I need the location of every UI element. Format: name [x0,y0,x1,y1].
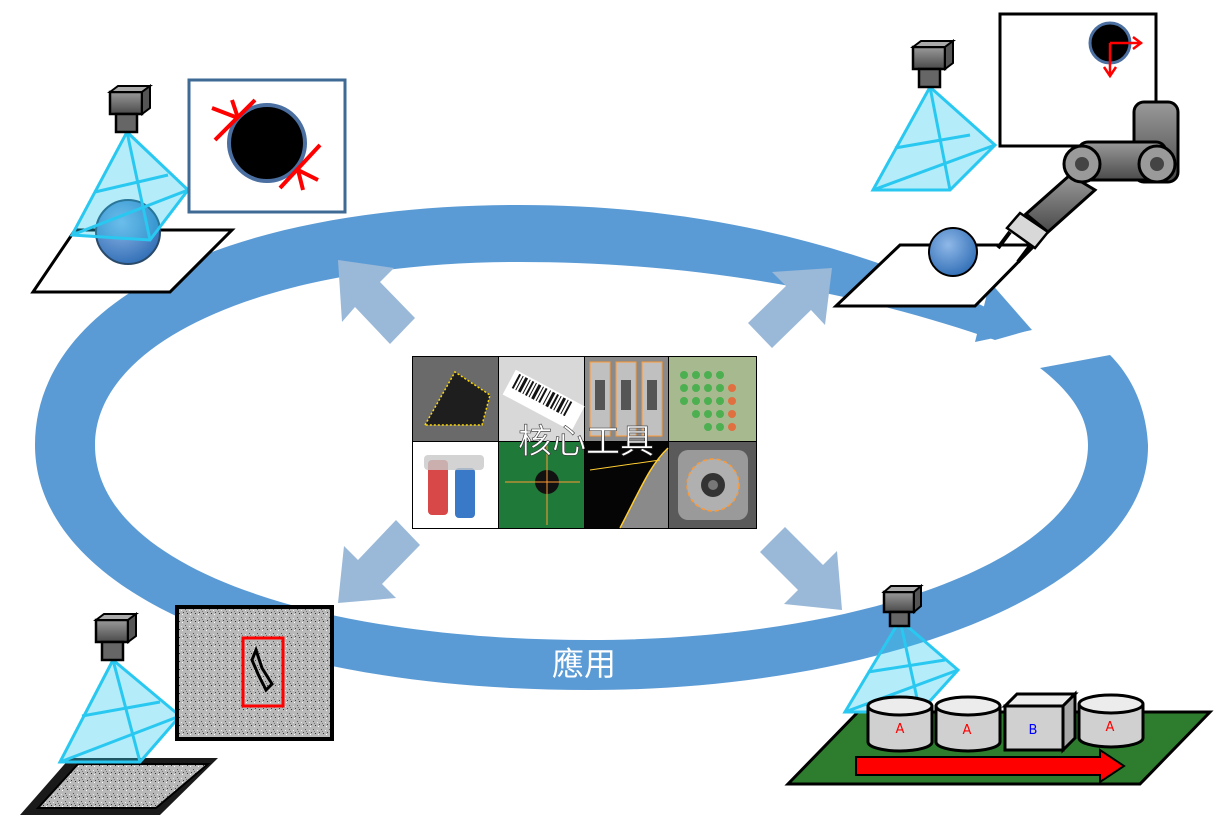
camera-icon [910,39,956,89]
work-plate [832,243,1039,308]
defect-view-frame [175,605,334,741]
defect-highlight-box [241,636,285,708]
spoke-arrow-top-left [338,260,415,344]
sorting-station: A A B A [784,583,1214,786]
cycle-arrow [35,205,1149,690]
connector-inspection-thumbnail [585,357,668,441]
sorted-item-4: A [1077,693,1145,749]
light-cone-icon [57,657,183,764]
defect-inspection-station [20,605,334,815]
item-label: A [1106,720,1115,735]
caliper-arrow-icon [211,98,322,191]
spoke-arrow-bottom-left [338,520,420,603]
item-label: A [896,722,905,737]
sorted-item-2: A [934,695,1002,753]
measurement-station [30,78,347,294]
measurement-view-frame [187,78,347,214]
target-part [928,227,978,277]
robot-guidance-station [832,12,1180,308]
item-label: A [963,723,972,738]
sorted-item-1: A [866,695,934,753]
spoke-arrow-top-right [748,268,832,348]
core-tools-image-grid: 核心工具 [412,356,757,529]
contour-tool-thumbnail [413,357,498,441]
camera-icon [881,583,924,628]
robot-arm-icon [996,100,1180,264]
barcode-tool-thumbnail [499,357,585,441]
light-cone-icon [69,129,191,242]
edge-detection-thumbnail [585,442,669,529]
color-clip-thumbnail [413,442,498,528]
item-label: B [1029,723,1038,738]
center-label: 核心工具 [518,422,654,462]
cycle-label: 應用 [552,645,616,683]
light-cone-icon [870,84,998,192]
spoke-arrow-bottom-right [760,527,842,610]
camera-icon [107,84,153,134]
conveyor-direction-arrow [855,748,1126,784]
hole-measurement-thumbnail [499,442,584,528]
coordinate-axes-icon [1102,36,1144,79]
camera-icon [93,612,139,662]
flange-inspection-thumbnail [669,442,756,528]
sorted-item-3: B [1001,690,1079,754]
robot-view-frame [998,12,1158,148]
dot-array-thumbnail [669,357,756,441]
